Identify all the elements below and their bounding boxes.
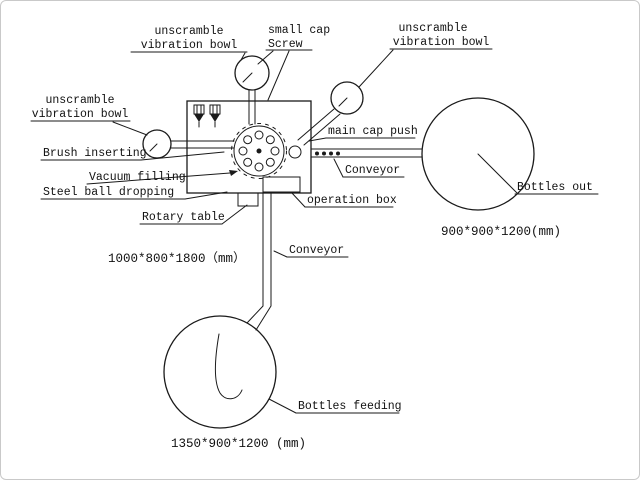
dimension-bottles-out: 900*900*1200(mm) bbox=[441, 225, 561, 239]
label-rotary-table: Rotary table bbox=[142, 211, 225, 224]
operation-box-outline bbox=[262, 176, 301, 193]
vibration-bowl-dial-top-icon bbox=[234, 55, 270, 91]
vibration-bowl-dial-right-icon bbox=[330, 81, 364, 115]
label-brush-inserting: Brush inserting bbox=[43, 147, 147, 160]
leader-lines bbox=[30, 48, 599, 414]
label-conveyor-bottom: Conveyor bbox=[289, 244, 344, 257]
rotary-support-block bbox=[237, 192, 259, 207]
feeder-valve-icon-2 bbox=[209, 104, 221, 128]
dimension-bottles-feeding: 1350*900*1200 (mm) bbox=[171, 437, 306, 451]
label-vacuum-filling: Vacuum filling bbox=[89, 171, 186, 184]
label-operation-box: operation box bbox=[307, 194, 397, 207]
label-steel-ball-dropping: Steel ball dropping bbox=[43, 186, 174, 199]
conveyor-right-track bbox=[310, 148, 423, 158]
bottles-feeding-turntable-icon bbox=[163, 315, 277, 429]
small-cap-chute bbox=[248, 89, 256, 125]
label-bowl-top-right-line1: unscramble bbox=[398, 22, 467, 35]
label-bowl-left-line2: vibration bowl bbox=[32, 108, 129, 121]
label-main-cap-push: main cap push bbox=[328, 125, 418, 138]
label-bowl-top-left-line2: vibration bowl bbox=[141, 39, 238, 52]
label-bottles-feeding: Bottles feeding bbox=[298, 400, 402, 413]
vibration-bowl-dial-left-icon bbox=[142, 129, 172, 159]
dimension-machine: 1000*800*1800（mm） bbox=[108, 251, 246, 266]
brush-rails bbox=[170, 140, 235, 149]
label-conveyor-right: Conveyor bbox=[345, 164, 400, 177]
label-bowl-top-left-line1: unscramble bbox=[154, 25, 223, 38]
label-small-cap: small cap bbox=[268, 24, 330, 37]
main-cap-rails bbox=[297, 108, 341, 146]
rotary-table-icon bbox=[231, 123, 287, 179]
label-screw: Screw bbox=[268, 38, 303, 51]
conveyor-bottom-track bbox=[246, 192, 272, 331]
label-bowl-left-line1: unscramble bbox=[45, 94, 114, 107]
label-bottles-out: Bottles out bbox=[517, 181, 593, 194]
bottles-out-turntable-icon bbox=[421, 97, 535, 211]
label-bowl-top-right-line2: vibration bowl bbox=[393, 36, 490, 49]
capping-head-icon bbox=[288, 145, 302, 159]
bottle-dots bbox=[315, 151, 340, 156]
feeder-valve-icon-1 bbox=[193, 104, 205, 128]
